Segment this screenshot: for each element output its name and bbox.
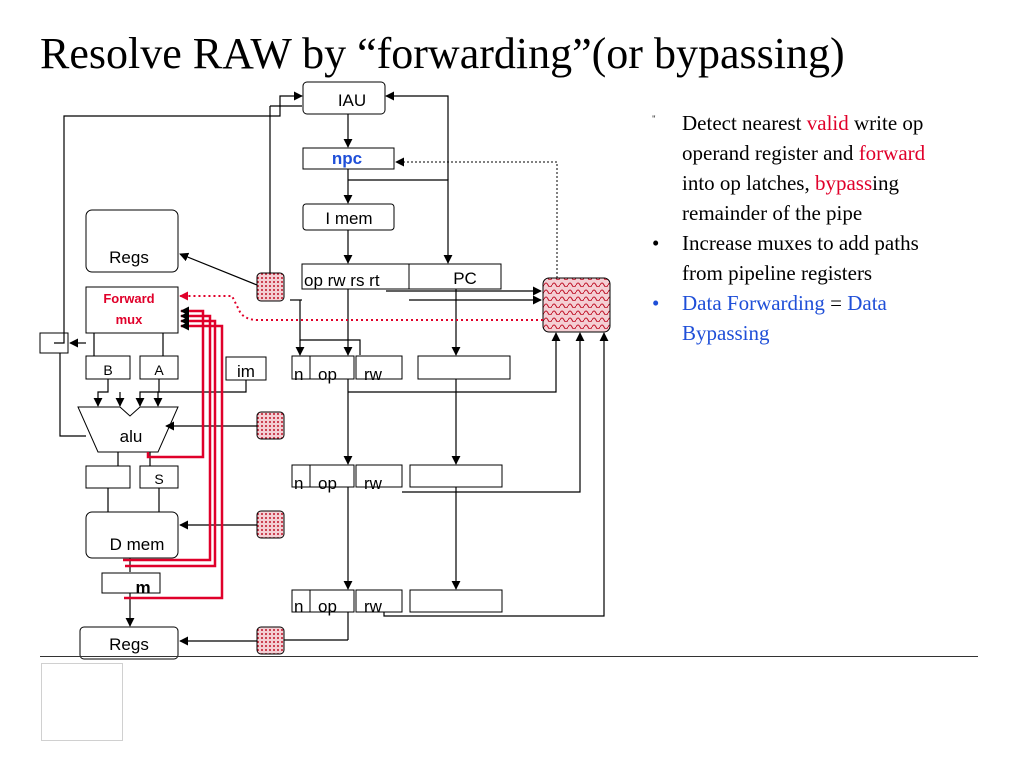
ex-pc-box bbox=[417, 355, 511, 380]
iau-box bbox=[302, 81, 386, 115]
regs-bottom-label: Regs bbox=[109, 635, 149, 654]
alu-shape bbox=[77, 406, 179, 453]
s-label: S bbox=[154, 471, 163, 487]
npc-label: npc bbox=[332, 149, 362, 168]
b-label: B bbox=[103, 362, 112, 378]
im-label: im bbox=[237, 362, 255, 381]
ex-rw-box bbox=[355, 355, 403, 380]
mem-op-label: op bbox=[318, 474, 337, 493]
wb-n-label: n bbox=[294, 597, 303, 616]
iau-label: IAU bbox=[338, 91, 366, 110]
wb-op-box bbox=[309, 589, 355, 613]
mux-label: mux bbox=[116, 312, 144, 327]
mem-pc-box bbox=[409, 464, 503, 488]
regs-bottom-box bbox=[79, 626, 179, 660]
bullet-mark: • bbox=[652, 231, 660, 255]
forward-mux-box bbox=[85, 286, 179, 334]
d-latch-box bbox=[85, 465, 131, 489]
mem-rw-label: rw bbox=[364, 474, 383, 493]
m-latch-box bbox=[101, 572, 161, 594]
bullet-list: " Detect nearest valid write op operand … bbox=[648, 108, 948, 348]
wb-control-box bbox=[256, 626, 285, 655]
decode-fields-label: op rw rs rt bbox=[304, 271, 380, 290]
bullet-mark: • bbox=[652, 291, 660, 315]
pc-label: PC bbox=[453, 269, 477, 288]
ex-control-box bbox=[256, 411, 285, 440]
wb-rw-box bbox=[355, 589, 403, 613]
ex-op-label: op bbox=[318, 365, 337, 384]
dmem-box bbox=[85, 511, 179, 559]
regs-top-box bbox=[85, 209, 179, 273]
ex-n-label: n bbox=[294, 365, 303, 384]
decode-control-box bbox=[256, 272, 285, 302]
mem-op-box bbox=[309, 464, 355, 488]
a-label: A bbox=[154, 362, 164, 378]
footer-divider bbox=[40, 656, 978, 657]
decode-latch-box bbox=[301, 263, 410, 290]
pc-latch-box bbox=[408, 263, 502, 290]
forward-label: Forward bbox=[103, 291, 154, 306]
wb-pc-box bbox=[409, 589, 503, 613]
data-wires bbox=[54, 91, 609, 646]
wb-rw-label: rw bbox=[364, 597, 383, 616]
image-placeholder bbox=[41, 663, 123, 741]
imem-label: I mem bbox=[325, 209, 372, 228]
mem-rw-box bbox=[355, 464, 403, 488]
forwarding-unit-box bbox=[542, 277, 611, 333]
npc-feedback-wire bbox=[395, 157, 558, 278]
mem-control-box bbox=[256, 510, 285, 539]
bullet-forwarding: • Data Forwarding = Data Bypassing bbox=[648, 288, 948, 348]
forward-control-path bbox=[179, 291, 543, 321]
slide-title: Resolve RAW by “forwarding”(or bypassing… bbox=[40, 29, 845, 78]
ex-rw-label: rw bbox=[364, 365, 383, 384]
bullet-muxes: • Increase muxes to add paths from pipel… bbox=[648, 228, 948, 288]
forwarding-paths bbox=[123, 306, 224, 600]
regs-top-label: Regs bbox=[109, 248, 149, 267]
bullet-mark: " bbox=[652, 114, 656, 124]
mem-n-label: n bbox=[294, 474, 303, 493]
ex-op-box bbox=[309, 355, 355, 380]
m-label: m bbox=[135, 578, 150, 597]
wb-op-label: op bbox=[318, 597, 337, 616]
alu-label: alu bbox=[120, 427, 143, 446]
bullet-detect: " Detect nearest valid write op operand … bbox=[648, 108, 948, 228]
dmem-label: D mem bbox=[110, 535, 165, 554]
